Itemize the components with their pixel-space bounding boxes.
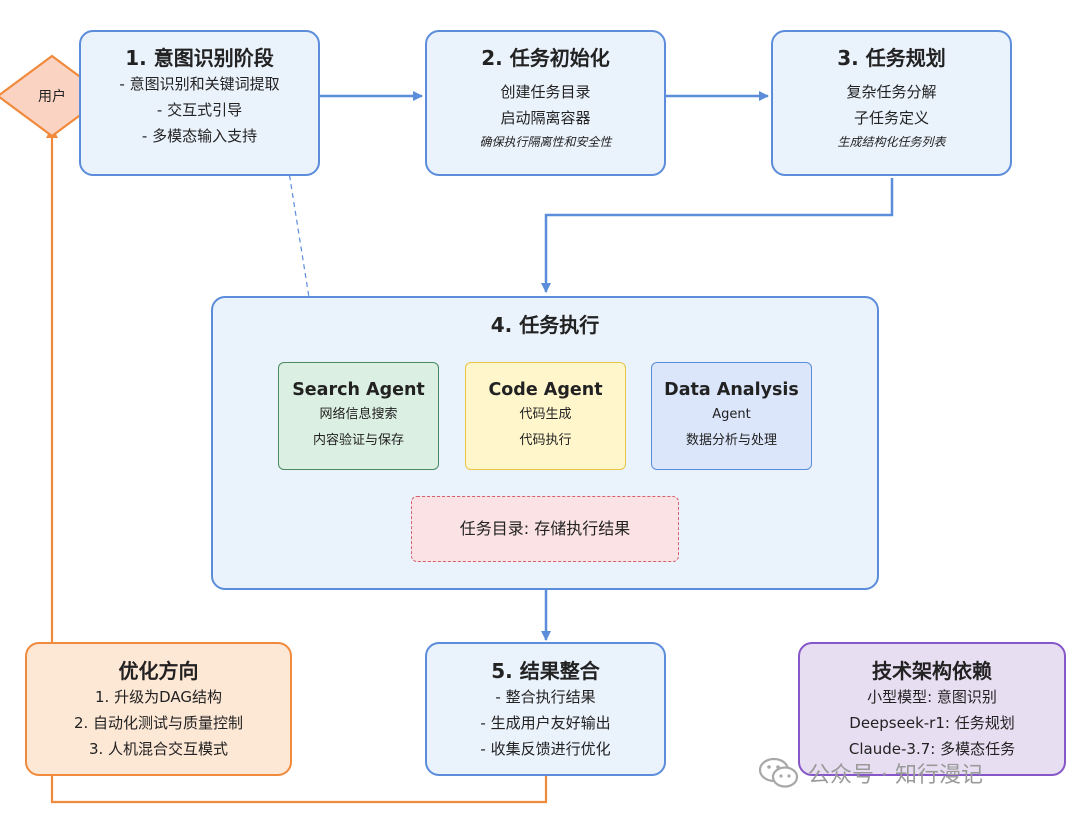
tech-line-1: 小型模型: 意图识别 — [867, 688, 997, 706]
stage1-line-1: - 意图识别和关键词提取 — [119, 75, 280, 93]
data-analysis-agent-box: Data Analysis Agent 数据分析与处理 — [651, 362, 812, 470]
stage5-title: 5. 结果整合 — [491, 659, 600, 683]
watermark-text: 公众号 · 知行漫记 — [808, 763, 983, 788]
stage1-line-3: - 多模态输入支持 — [141, 127, 258, 145]
optimization-box: 优化方向 1. 升级为DAG结构 2. 自动化测试与质量控制 3. 人机混合交互… — [25, 642, 292, 776]
stage3-to-stage4-arrow — [541, 178, 894, 293]
optimization-title: 优化方向 — [118, 659, 199, 683]
stage4-title: 4. 任务执行 — [490, 313, 600, 337]
code-agent-line-2: 代码执行 — [519, 433, 572, 448]
stage3-task-planning-box: 3. 任务规划 复杂任务分解 子任务定义 生成结构化任务列表 — [771, 30, 1012, 176]
code-agent-name: Code Agent — [488, 380, 603, 400]
stage2-note: 确保执行隔离性和安全性 — [479, 135, 612, 149]
stage3-note: 生成结构化任务列表 — [837, 135, 946, 149]
search-agent-box: Search Agent 网络信息搜索 内容验证与保存 — [278, 362, 439, 470]
code-agent-line-1: 代码生成 — [519, 407, 572, 422]
search-agent-line-1: 网络信息搜索 — [319, 407, 398, 422]
stage2-title: 2. 任务初始化 — [481, 46, 610, 70]
stage2-line-2: 启动隔离容器 — [500, 109, 591, 127]
stage1-line-2: - 交互式引导 — [156, 101, 243, 119]
stage3-line-1: 复杂任务分解 — [846, 83, 937, 101]
task-directory-box: 任务目录: 存储执行结果 — [411, 496, 679, 562]
stage5-line-3: - 收集反馈进行优化 — [480, 740, 611, 758]
stage1-title: 1. 意图识别阶段 — [125, 46, 274, 70]
stage2-task-init-box: 2. 任务初始化 创建任务目录 启动隔离容器 确保执行隔离性和安全性 — [425, 30, 666, 176]
optimization-line-1: 1. 升级为DAG结构 — [95, 688, 222, 706]
wechat-icon — [758, 757, 799, 788]
tech-line-2: Deepseek-r1: 任务规划 — [849, 714, 1015, 732]
task-directory-label: 任务目录: 存储执行结果 — [459, 519, 631, 538]
tech-title: 技术架构依赖 — [872, 659, 992, 683]
stage2-line-1: 创建任务目录 — [500, 83, 591, 101]
optimization-line-2: 2. 自动化测试与质量控制 — [73, 714, 244, 732]
stage5-line-1: - 整合执行结果 — [495, 688, 596, 706]
watermark: 公众号 · 知行漫记 — [758, 756, 983, 790]
stage5-line-2: - 生成用户友好输出 — [480, 714, 611, 732]
stage1-intent-recognition-box: 1. 意图识别阶段 - 意图识别和关键词提取 - 交互式引导 - 多模态输入支持 — [79, 30, 320, 176]
tech-dependencies-box: 技术架构依赖 小型模型: 意图识别 Deepseek-r1: 任务规划 Clau… — [798, 642, 1066, 776]
stage5-result-integration-box: 5. 结果整合 - 整合执行结果 - 生成用户友好输出 - 收集反馈进行优化 — [425, 642, 666, 776]
user-label: 用户 — [38, 89, 66, 105]
search-agent-name: Search Agent — [292, 380, 425, 400]
code-agent-box: Code Agent 代码生成 代码执行 — [465, 362, 626, 470]
tech-line-3: Claude-3.7: 多模态任务 — [848, 740, 1016, 758]
search-agent-line-2: 内容验证与保存 — [312, 433, 404, 448]
data-analysis-agent-line-2: 数据分析与处理 — [685, 433, 777, 448]
feedback-loop-arrow — [46, 126, 548, 804]
data-analysis-agent-line-1: Agent — [712, 407, 751, 422]
stage3-line-2: 子任务定义 — [853, 109, 929, 127]
data-analysis-agent-name: Data Analysis — [664, 380, 799, 400]
stage3-title: 3. 任务规划 — [837, 46, 946, 70]
optimization-line-3: 3. 人机混合交互模式 — [88, 740, 229, 758]
